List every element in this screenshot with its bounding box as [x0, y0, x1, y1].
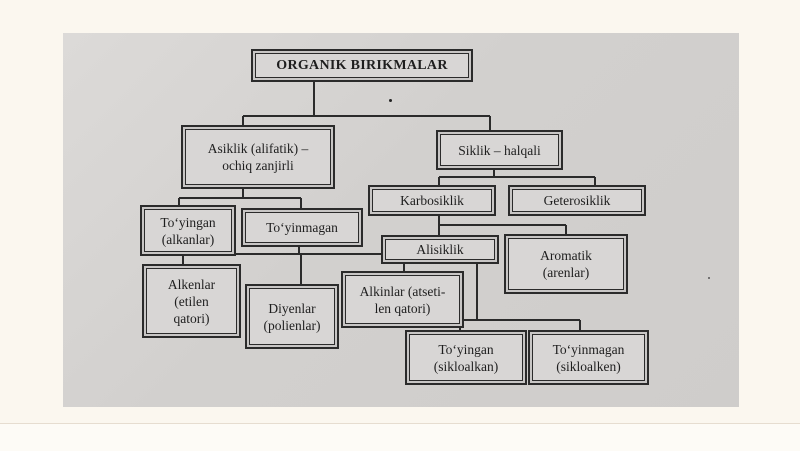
toyinmagan-node: To‘yinmagan: [241, 208, 363, 247]
stray-speck: [708, 277, 710, 279]
alisiklik-node: Alisiklik: [381, 235, 499, 264]
bottom-strip: [0, 423, 800, 451]
karbosiklik-node: Karbosiklik: [368, 185, 496, 216]
toyinmagan-sikloalken-node: To‘yinmagan (sikloalken): [528, 330, 649, 385]
root-node: ORGANIK BIRIKMALAR: [251, 49, 473, 82]
siklik-node: Siklik – halqali: [436, 130, 563, 170]
toyingan-sikloalkan-node: To‘yingan (sikloalkan): [405, 330, 527, 385]
diyenlar-node: Diyenlar (polienlar): [245, 284, 339, 349]
alkenlar-node: Alkenlar (etilen qatori): [142, 264, 241, 338]
geterosiklik-node: Geterosiklik: [508, 185, 646, 216]
toyingan-alkan-node: To‘yingan (alkanlar): [140, 205, 236, 256]
stray-dot: [389, 99, 392, 102]
diagram-photo: ORGANIK BIRIKMALAR Asiklik (alifatik) – …: [63, 33, 739, 407]
alkinlar-node: Alkinlar (atseti- len qatori): [341, 271, 464, 328]
asiklik-node: Asiklik (alifatik) – ochiq zanjirli: [181, 125, 335, 189]
aromatik-node: Aromatik (arenlar): [504, 234, 628, 294]
